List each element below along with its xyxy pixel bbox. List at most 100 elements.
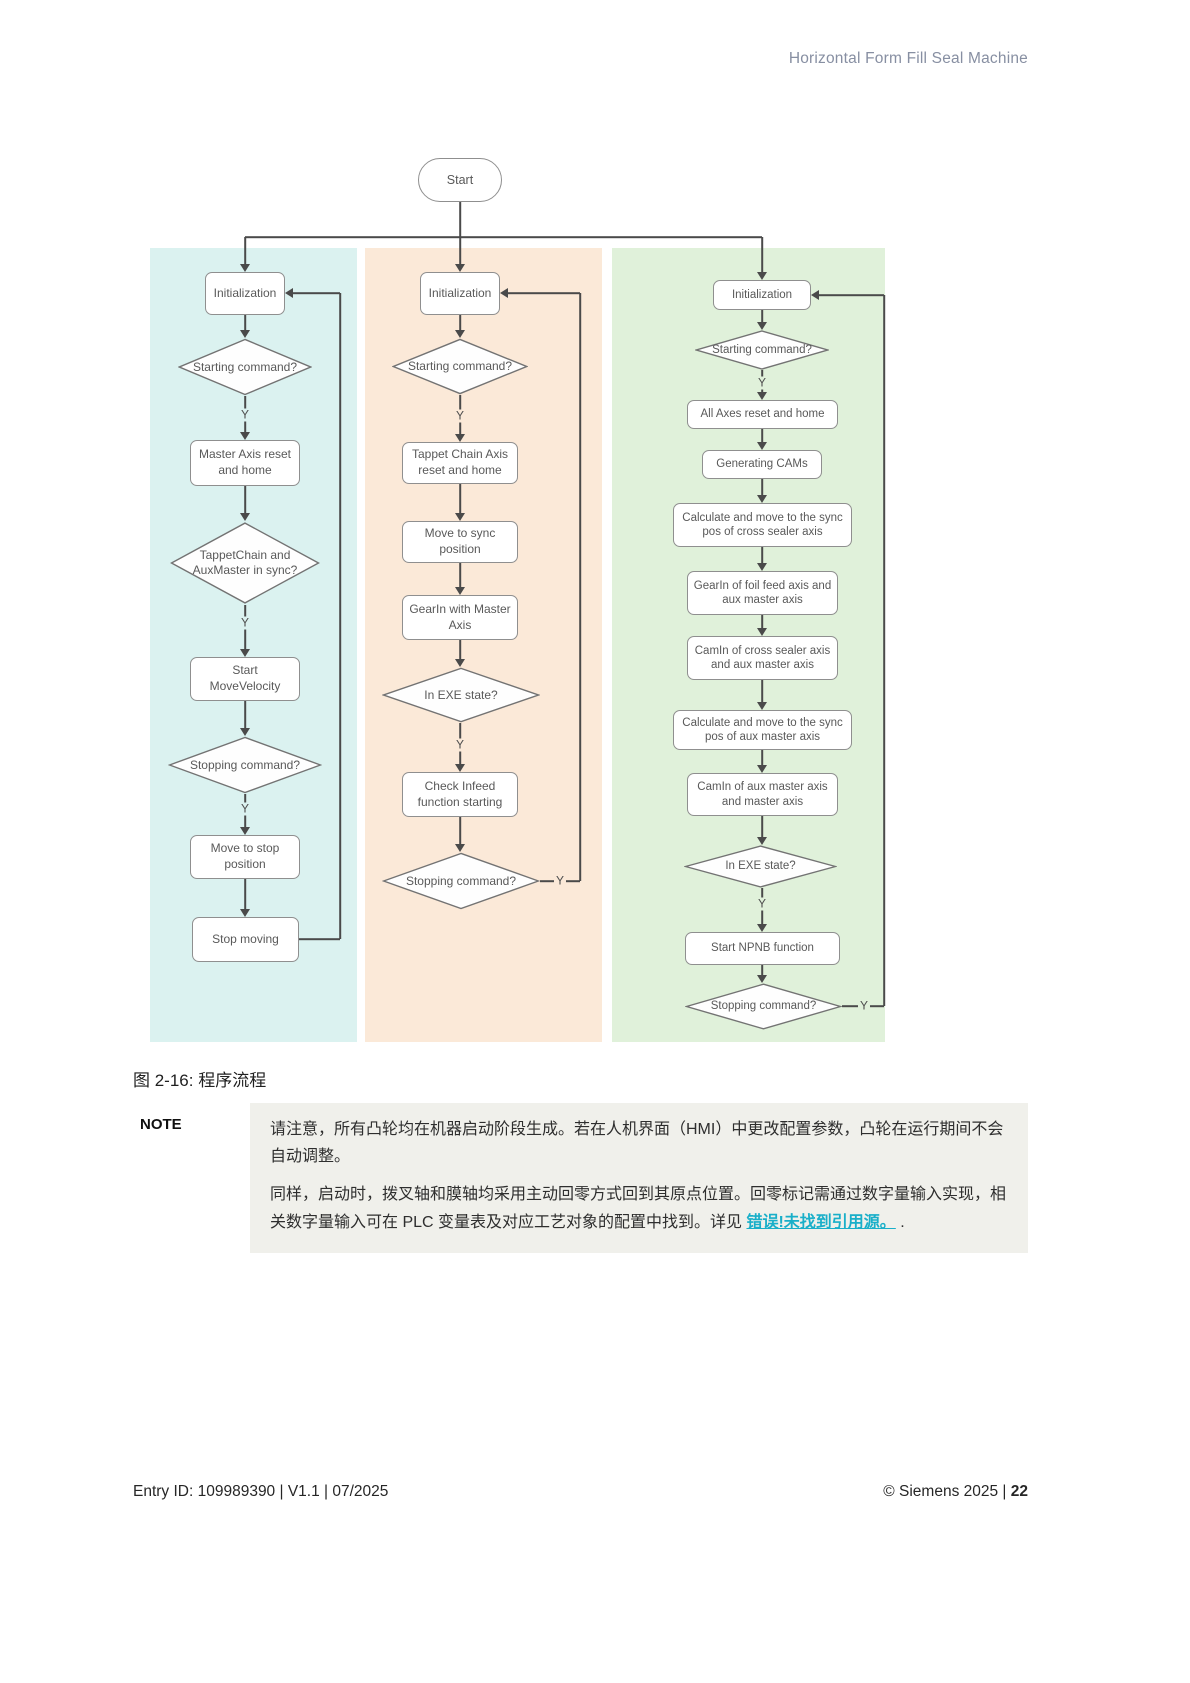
flow-node-start-npnb: Start NPNB function (685, 932, 840, 965)
connector-line (245, 236, 762, 238)
arrowhead-down-icon (757, 563, 767, 571)
flow-node-all-axes-reset: All Axes reset and home (687, 400, 838, 429)
flow-node-check-infeed: Check Infeed function starting (402, 772, 518, 817)
arrowhead-down-icon (240, 432, 250, 440)
arrowhead-down-icon (757, 495, 767, 503)
connector-line (291, 292, 340, 294)
flow-node-label: Move to stop position (210, 841, 280, 871)
flow-node-label: Start (446, 172, 474, 187)
connector-line (244, 879, 246, 910)
flow-node-label: Starting command? (192, 359, 298, 374)
arrowhead-left-icon (285, 288, 293, 298)
flow-node-gearin-foil-feed: GearIn of foil feed axis and aux master … (687, 571, 838, 615)
connector-line (459, 817, 461, 844)
flow-node-label: Initialization (213, 285, 277, 300)
arrowhead-down-icon (757, 702, 767, 710)
arrowhead-down-icon (455, 844, 465, 852)
note-paragraph: 同样，启动时，拨叉轴和膜轴均采用主动回零方式回到其原点位置。回零标记需通过数字量… (270, 1181, 1008, 1235)
flow-node-label: Tappet Chain Axis reset and home (411, 447, 509, 477)
flow-decision-starting-command: Starting command? (695, 330, 829, 370)
flow-decision-in-exe-state: In EXE state? (684, 845, 837, 888)
flow-decision-tappetchain-sync: TappetChain and AuxMaster in sync? (170, 521, 320, 605)
arrowhead-down-icon (455, 764, 465, 772)
connector-line (244, 237, 246, 264)
flow-node-label: Master Axis reset and home (198, 447, 292, 477)
flow-decision-in-exe-state: In EXE state? (382, 667, 540, 723)
diamond-shape (685, 983, 842, 1030)
connector-line (761, 429, 763, 442)
flow-node-initialization: Initialization (205, 272, 285, 315)
connector-line (459, 563, 461, 587)
flow-node-label: Stopping command? (405, 873, 517, 888)
yes-branch-label: Y (238, 407, 252, 422)
flow-node-label: TappetChain and AuxMaster in sync? (192, 548, 298, 577)
arrowhead-down-icon (757, 765, 767, 773)
diamond-shape (392, 338, 528, 395)
connector-line (244, 486, 246, 514)
connector-line (506, 292, 580, 294)
connector-line (579, 293, 581, 881)
yes-branch-label: Y (755, 375, 769, 390)
broken-reference-link[interactable]: 错误!未找到引用源。 (746, 1213, 896, 1231)
page-header-title: Horizontal Form Fill Seal Machine (788, 50, 1028, 67)
flow-node-label: Initialization (428, 285, 492, 300)
connector-line (761, 479, 763, 495)
yes-branch-label: Y (553, 873, 567, 888)
arrowhead-down-icon (757, 272, 767, 280)
arrowhead-down-icon (757, 322, 767, 330)
connector-line (883, 295, 885, 1006)
flow-node-label: Start MoveVelocity (209, 663, 281, 693)
flow-node-calc-sync-cross-sealer: Calculate and move to the sync pos of cr… (673, 503, 852, 547)
flow-node-label: Move to sync position (424, 526, 496, 556)
flow-node-label: Calculate and move to the sync pos of au… (682, 716, 843, 743)
connector-line (244, 701, 246, 729)
diamond-shape (168, 736, 322, 794)
footer-page-number: 22 (1010, 1483, 1028, 1500)
flow-node-label: Generating CAMs (716, 458, 808, 471)
diamond-shape (178, 338, 312, 396)
diamond-shape (382, 852, 540, 910)
connector-line (459, 202, 461, 237)
connector-line (761, 750, 763, 765)
flow-node-generating-cams: Generating CAMs (702, 450, 822, 479)
connector-line (817, 294, 884, 296)
flow-node-initialization: Initialization (713, 280, 811, 310)
flow-decision-starting-command: Starting command? (178, 338, 312, 396)
flow-node-label: Starting command? (712, 343, 812, 356)
arrowhead-down-icon (757, 924, 767, 932)
arrowhead-down-icon (455, 513, 465, 521)
flow-node-move-to-stop: Move to stop position (190, 835, 300, 879)
arrowhead-down-icon (240, 513, 250, 521)
arrowhead-down-icon (757, 392, 767, 400)
connector-line (761, 965, 763, 975)
diamond-shape (684, 845, 837, 888)
arrowhead-down-icon (455, 264, 465, 272)
flow-node-initialization: Initialization (420, 272, 500, 315)
connector-line (761, 237, 763, 272)
connector-line (459, 640, 461, 659)
arrowhead-down-icon (455, 587, 465, 595)
yes-branch-label: Y (453, 408, 467, 423)
note-text: . (895, 1213, 905, 1231)
note-label: NOTE (140, 1116, 182, 1133)
footer-copyright: © Siemens 2025 | 22 (883, 1483, 1028, 1501)
yes-branch-label: Y (238, 615, 252, 630)
arrowhead-down-icon (240, 827, 250, 835)
connector-line (761, 547, 763, 563)
flow-node-label: GearIn of foil feed axis and aux master … (693, 579, 832, 606)
flow-node-start-movevelocity: Start MoveVelocity (190, 657, 300, 701)
flow-node-label: Stopping command? (189, 757, 301, 772)
connector-line (244, 315, 246, 331)
diamond-shape (695, 330, 829, 370)
arrowhead-down-icon (240, 264, 250, 272)
flow-node-label: CamIn of cross sealer axis and aux maste… (694, 644, 831, 671)
connector-line (761, 680, 763, 702)
flow-decision-stopping-command: Stopping command? (685, 983, 842, 1030)
flow-node-move-to-sync: Move to sync position (402, 521, 518, 563)
arrowhead-down-icon (757, 442, 767, 450)
flow-node-master-axis-reset: Master Axis reset and home (190, 440, 300, 486)
arrowhead-down-icon (240, 728, 250, 736)
connector-line (459, 237, 461, 264)
arrowhead-down-icon (455, 659, 465, 667)
flow-node-gearin-master: GearIn with Master Axis (402, 595, 518, 640)
